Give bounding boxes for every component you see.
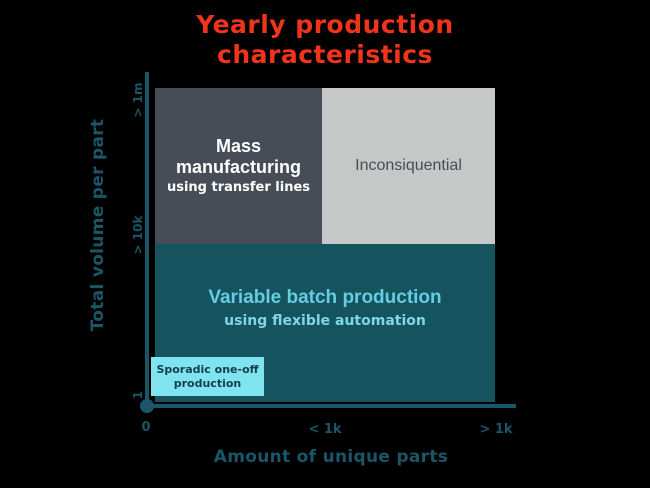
cell-mass-manufacturing-subtitle: using transfer lines [166,180,311,195]
y-tick-label-1m: > 1m [131,82,145,118]
x-axis-line [145,404,516,408]
y-axis-title: Total volume per part [88,118,108,332]
cell-sporadic-title-line-2: production [173,376,242,390]
page-title: Yearly production characteristics [0,10,650,70]
cell-inconsiquential-title: Inconsiquential [355,157,462,174]
title-line-2: characteristics [217,40,433,69]
title-line-1: Yearly production [196,10,454,39]
y-tick-label-1: 1 [131,390,145,400]
cell-variable-batch-production-title: Variable batch production [208,287,442,308]
cell-sporadic-one-off-production[interactable]: Sporadic one-off production [151,357,264,396]
origin-dot-icon [140,399,154,413]
cell-mass-manufacturing-title: Mass manufacturing [176,136,301,178]
x-tick-label-lt-1k: < 1k [308,422,342,437]
x-tick-label-0: 0 [141,420,151,435]
cell-mass-manufacturing-title-line-1: Mass [215,136,261,156]
cell-mass-manufacturing-title-line-2: manufacturing [175,157,301,177]
cell-sporadic-title-line-1: Sporadic one-off [156,362,259,376]
x-tick-label-gt-1k: > 1k [479,422,513,437]
cell-mass-manufacturing[interactable]: Mass manufacturing using transfer lines [155,88,322,244]
y-axis-line [145,72,149,406]
x-axis-title: Amount of unique parts [213,447,449,467]
y-tick-label-10k: > 10k [131,215,145,255]
cell-inconsiquential[interactable]: Inconsiquential [322,88,495,244]
cell-sporadic-one-off-production-title: Sporadic one-off production [156,363,258,391]
cell-variable-batch-production-subtitle: using flexible automation [224,313,426,329]
